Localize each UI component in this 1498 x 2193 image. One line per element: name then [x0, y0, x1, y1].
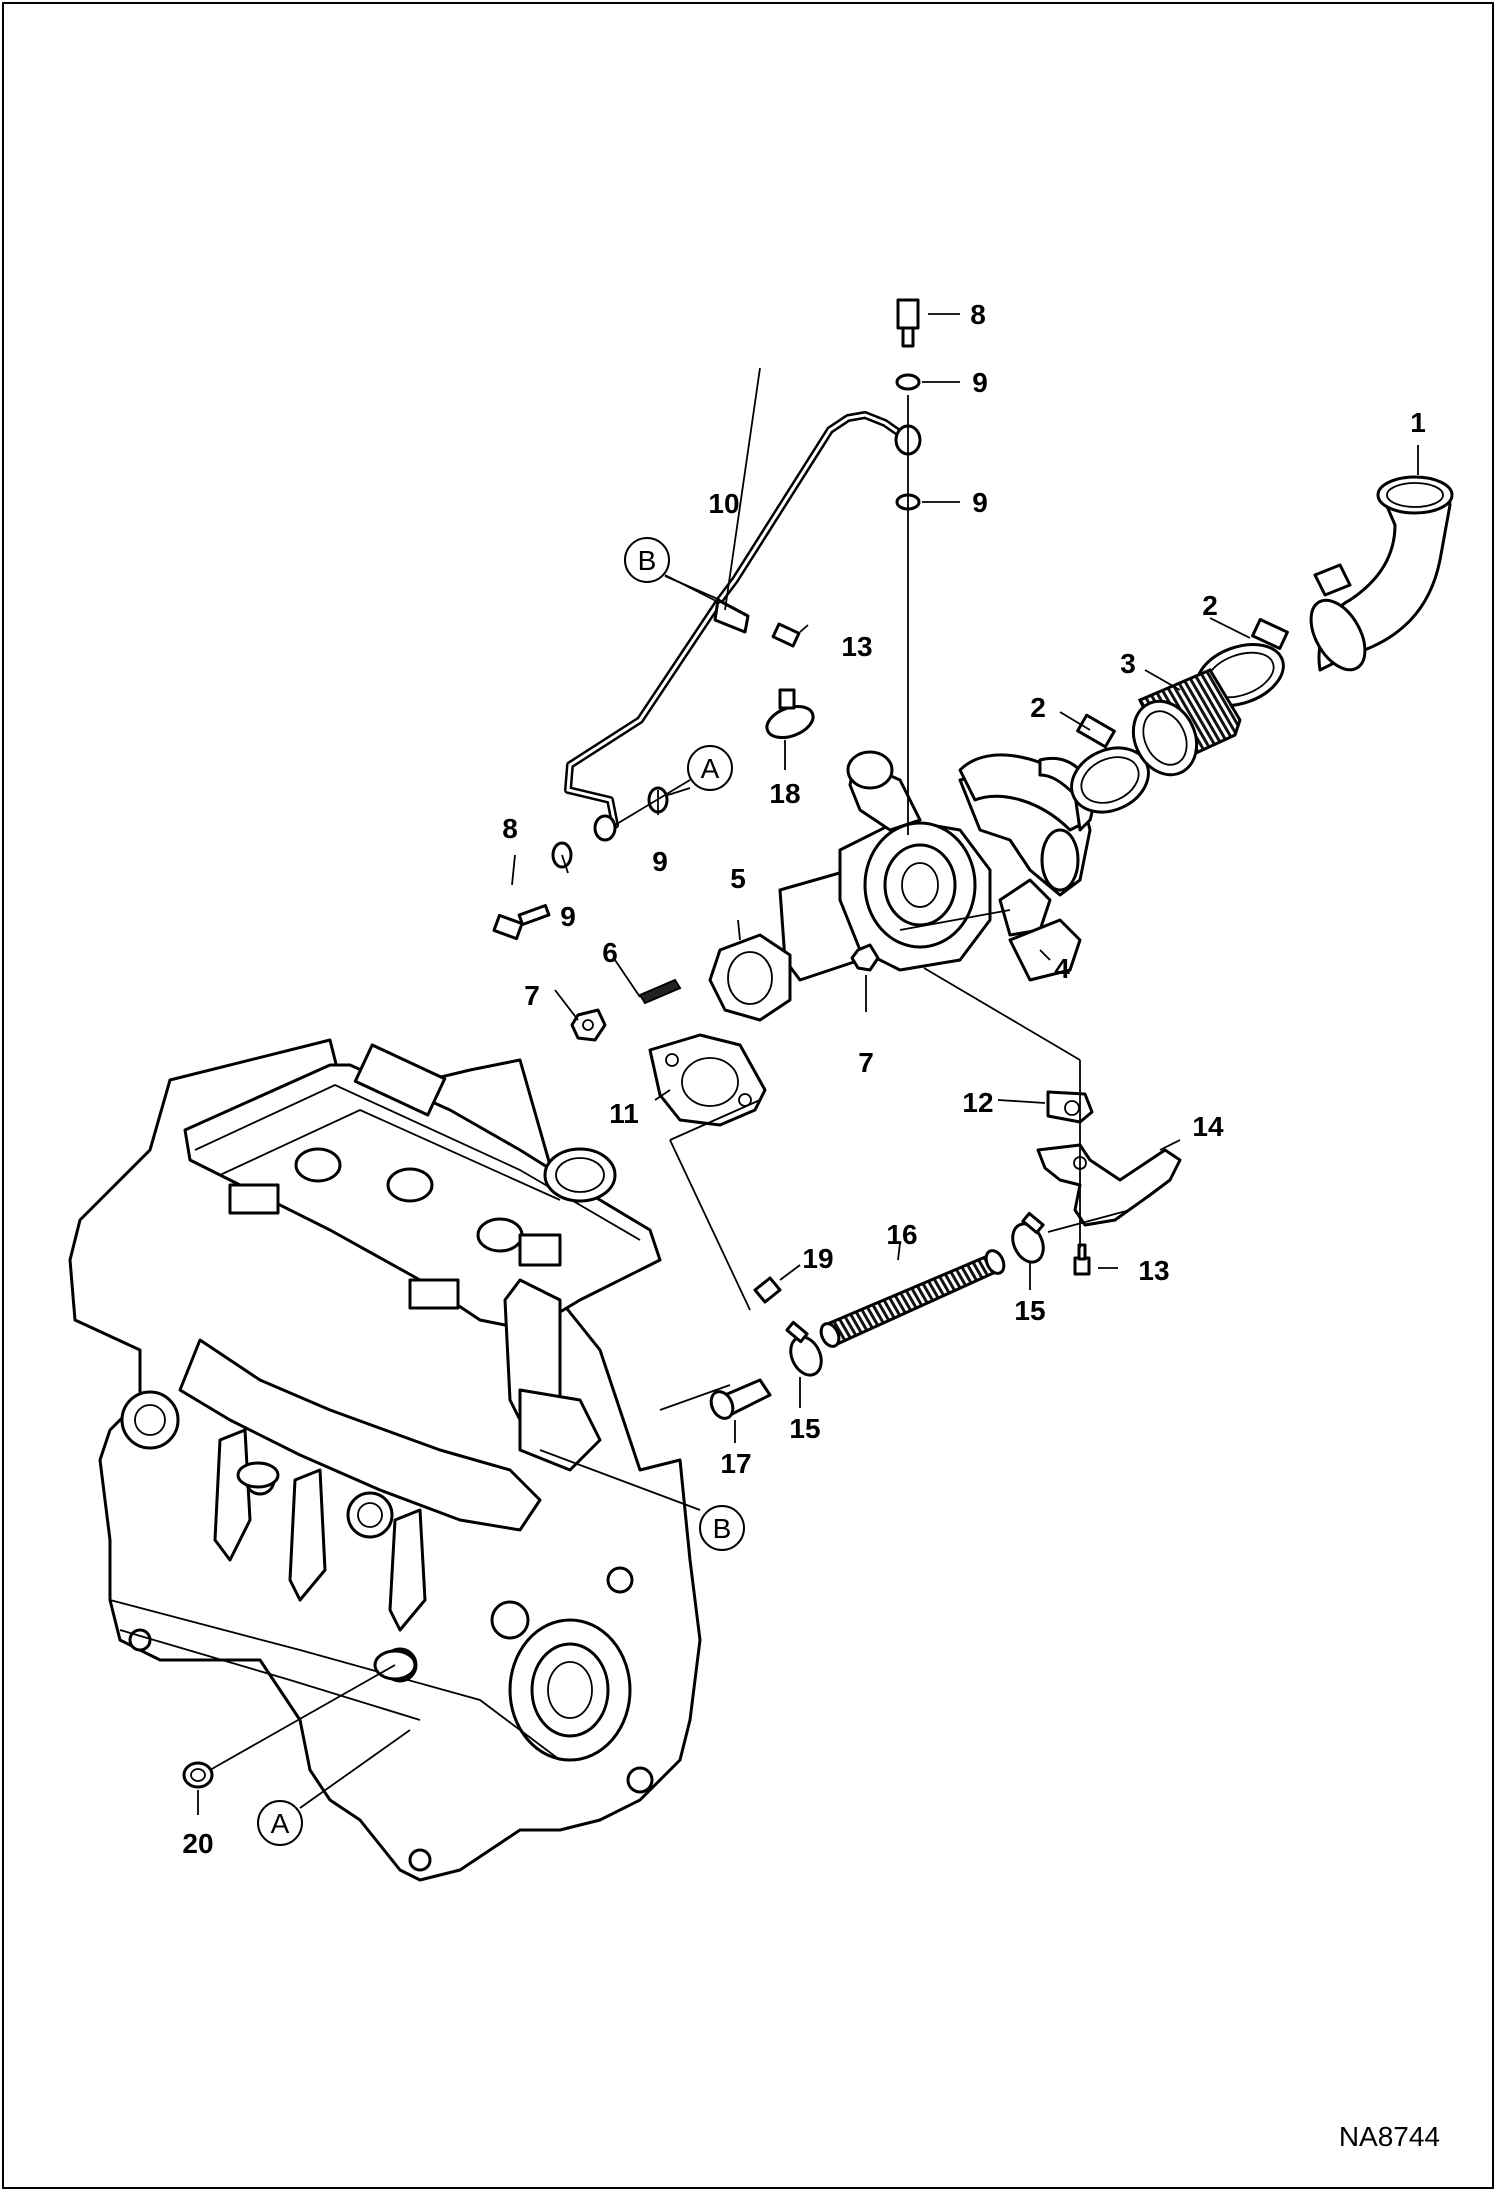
label-part-2-lower: 2: [1030, 692, 1046, 723]
part-8-banjo-bolt-left: [492, 904, 551, 941]
callout-A-bottom: A: [257, 1800, 303, 1846]
svg-text:A: A: [701, 753, 720, 784]
part-10-oil-feed-line: [564, 411, 922, 842]
part-8-banjo-bolt-top: [896, 298, 920, 348]
label-part-13-upper: 13: [841, 631, 872, 662]
part-12-drain-gasket: [1046, 1090, 1094, 1124]
part-17-hose-fitting: [709, 1378, 772, 1420]
svg-text:B: B: [638, 545, 657, 576]
label-part-7-right: 7: [858, 1047, 874, 1078]
label-part-1: 1: [1410, 407, 1426, 438]
label-part-12: 12: [962, 1087, 993, 1118]
part-15-clamp-upper: [1011, 1211, 1045, 1264]
label-part-5: 5: [730, 863, 746, 894]
label-part-17: 17: [720, 1448, 751, 1479]
part-5-gasket: [708, 933, 792, 1022]
part-6-stud: [638, 978, 682, 1005]
label-part-8-top: 8: [970, 299, 986, 330]
part-13-bolt-upper: [771, 622, 801, 648]
label-part-9-left-a: 9: [560, 901, 576, 932]
label-part-2-upper: 2: [1202, 590, 1218, 621]
drawing-id-label: NA8744: [1338, 2121, 1440, 2152]
label-part-9-left-b: 9: [652, 846, 668, 877]
part-14-oil-drain-tube: [1036, 1143, 1182, 1227]
label-part-19: 19: [802, 1243, 833, 1274]
label-part-8-left: 8: [502, 813, 518, 844]
label-part-20: 20: [182, 1828, 213, 1859]
label-part-16: 16: [886, 1219, 917, 1250]
part-1-intake-elbow: [1309, 475, 1454, 672]
label-part-3: 3: [1120, 648, 1136, 679]
label-part-10: 10: [708, 488, 739, 519]
callout-B-top: B: [624, 537, 670, 583]
label-part-9-top: 9: [972, 367, 988, 398]
label-part-6: 6: [602, 937, 618, 968]
svg-text:A: A: [271, 1808, 290, 1839]
part-7-nut-right: [850, 943, 880, 972]
svg-text:B: B: [713, 1513, 732, 1544]
label-part-7-left: 7: [524, 980, 540, 1011]
part-11-flange-gasket: [648, 1033, 767, 1127]
label-part-18: 18: [769, 778, 800, 809]
part-15-clamp-lower: [785, 1320, 823, 1377]
callout-A-top: A: [687, 745, 733, 791]
label-part-14: 14: [1192, 1111, 1224, 1142]
part-20-plug: [182, 1761, 214, 1789]
label-part-11: 11: [609, 1098, 639, 1129]
callout-B-bottom: B: [699, 1505, 745, 1551]
part-7-nut-left: [570, 1008, 607, 1042]
part-3-intake-hose: [1131, 668, 1242, 777]
part-18-hose-clamp: [765, 688, 815, 740]
part-19-dowel-pin: [753, 1276, 782, 1304]
leader-lines: [197, 313, 1419, 1815]
turbocharger: [778, 750, 1095, 982]
part-16-drain-hose: [819, 1249, 1006, 1348]
label-part-9-mid: 9: [972, 487, 988, 518]
engine-block: [68, 1038, 702, 1882]
part-13-bolt-lower: [1073, 1243, 1091, 1276]
label-part-4: 4: [1054, 953, 1070, 984]
part-number-labels: 1 2 2 3 4 5 6 7 7 8 8 9 9 9 9 10 11 12 1…: [182, 299, 1425, 1859]
label-part-15-lower: 15: [789, 1413, 820, 1444]
label-part-15-upper: 15: [1014, 1295, 1045, 1326]
label-part-13-lower: 13: [1138, 1255, 1169, 1286]
